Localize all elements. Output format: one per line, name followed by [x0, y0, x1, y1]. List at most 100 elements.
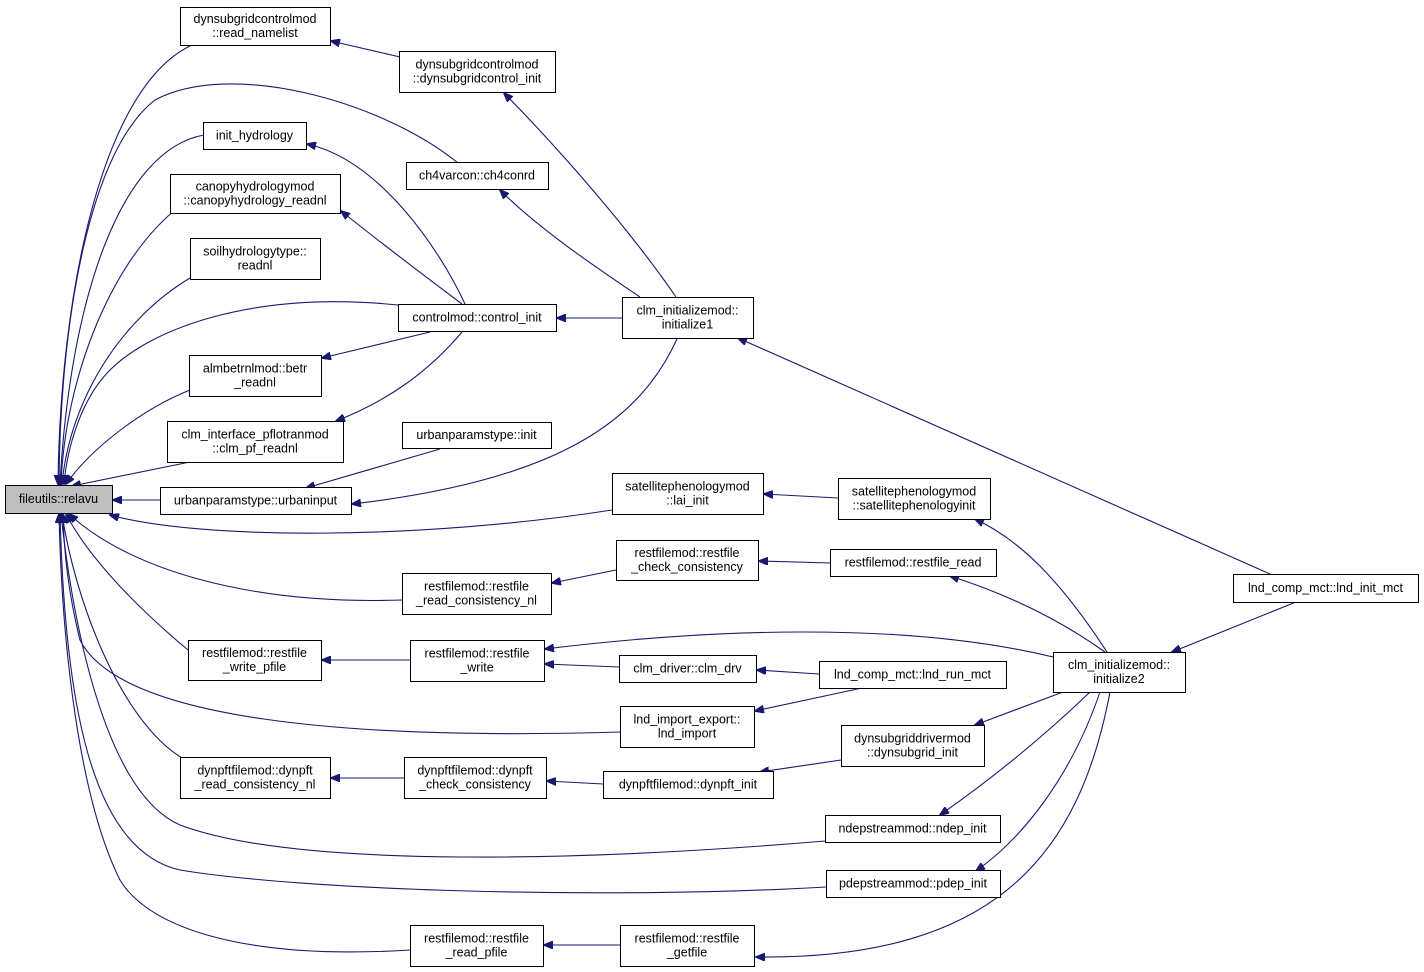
node-box-soil_readnl	[190, 238, 321, 280]
node-box-pdep_init	[826, 870, 1001, 898]
node-ndep_init[interactable]: ndepstreammod::ndep_init	[825, 815, 1001, 843]
edge-control_init-to-betr_readnl	[322, 331, 431, 358]
node-box-ch4conrd	[406, 162, 549, 190]
node-dynpft_check_consistency[interactable]: dynpftfilemod::dynpft_check_consistency	[404, 757, 547, 799]
node-lnd_init_mct[interactable]: lnd_comp_mct::lnd_init_mct	[1233, 574, 1419, 603]
node-restfile_read[interactable]: restfilemod::restfile_read	[830, 549, 997, 577]
node-betr_readnl[interactable]: almbetrnlmod::betr_readnl	[189, 355, 322, 397]
node-satpheno_init[interactable]: satellitephenologymod::satellitephenolog…	[838, 478, 991, 520]
edge-dyn_read_namelist-to-relavu	[58, 45, 191, 484]
edge-clm_drv-to-restfile_write	[545, 664, 620, 667]
edge-initialize1-to-urbaninput	[352, 338, 678, 504]
edge-initialize2-to-restfile_read	[950, 576, 1106, 653]
node-urban_init[interactable]: urbanparamstype::init	[402, 422, 552, 449]
edge-read_pfile-to-relavu	[59, 514, 411, 953]
edge-initialize2-to-ndep_init	[940, 691, 1091, 815]
node-label-dyn_control_init-line-0: dynsubgridcontrolmod	[416, 58, 539, 72]
node-label-initialize2-line-0: clm_initializemod::	[1068, 658, 1170, 672]
node-lai_init[interactable]: satellitephenologymod::lai_init	[612, 473, 764, 515]
nodes-layer: fileutils::relavu dynsubgridcontrolmod::r…	[5, 7, 1419, 967]
edge-initialize2-to-restfile_write	[545, 631, 1054, 658]
edge-initialize2-to-dynsubgrid_init	[975, 691, 1064, 725]
node-lnd_run_mct[interactable]: lnd_comp_mct::lnd_run_mct	[819, 661, 1007, 689]
node-box-lnd_init_mct	[1233, 574, 1419, 603]
node-label-canopy_readnl-line-1: ::canopyhydrology_readnl	[183, 194, 326, 208]
node-label-satpheno_init-line-1: ::satellitephenologyinit	[853, 499, 977, 513]
node-dyn_control_init[interactable]: dynsubgridcontrolmod::dynsubgridcontrol_…	[399, 51, 556, 93]
node-box-initialize2	[1053, 652, 1186, 693]
node-label-satpheno_init-line-0: satellitephenologymod	[852, 485, 976, 499]
node-box-canopy_readnl	[170, 174, 341, 214]
node-restfile_write[interactable]: restfilemod::restfile_write	[410, 640, 545, 682]
node-label-restfile_write-line-0: restfilemod::restfile	[425, 647, 530, 661]
node-box-getfile	[620, 925, 755, 967]
node-dyn_read_namelist[interactable]: dynsubgridcontrolmod::read_namelist	[180, 7, 331, 46]
edge-lnd_init_mct-to-initialize1	[738, 338, 1271, 575]
node-label-lai_init-line-1: ::lai_init	[666, 494, 709, 508]
node-ch4conrd[interactable]: ch4varcon::ch4conrd	[406, 162, 549, 190]
node-box-dynpft_check_consistency	[404, 757, 547, 799]
edge-check_consistency-to-read_consistency_nl	[552, 569, 617, 583]
node-box-read_pfile	[410, 925, 544, 967]
node-box-satpheno_init	[838, 478, 991, 520]
node-label-check_consistency-line-1: _check_consistency	[630, 560, 744, 574]
edge-initialize2-to-pdep_init	[976, 691, 1101, 871]
node-check_consistency[interactable]: restfilemod::restfile_check_consistency	[616, 540, 759, 581]
node-label-write_pfile-line-0: restfilemod::restfile	[202, 646, 307, 660]
node-initialize1[interactable]: clm_initializemod::initialize1	[622, 297, 754, 339]
node-label-ndep_init-line-0: ndepstreammod::ndep_init	[838, 822, 987, 836]
edge-restfile_read-to-check_consistency	[759, 561, 831, 563]
node-label-soil_readnl-line-1: readnl	[238, 259, 273, 273]
node-label-dynsubgrid_init-line-0: dynsubgriddrivermod	[854, 732, 971, 746]
node-box-init_hydrology	[203, 122, 307, 150]
node-label-lnd_import-line-0: lnd_import_export::	[633, 713, 740, 727]
node-label-dyn_read_namelist-line-1: ::read_namelist	[212, 26, 298, 40]
node-getfile[interactable]: restfilemod::restfile_getfile	[620, 925, 755, 967]
node-box-restfile_write	[410, 640, 545, 682]
node-box-write_pfile	[188, 640, 322, 681]
node-soil_readnl[interactable]: soilhydrologytype::readnl	[190, 238, 321, 280]
edge-initialize2-to-satpheno_init	[975, 519, 1108, 653]
node-init_hydrology[interactable]: init_hydrology	[203, 122, 307, 150]
node-box-clm_drv	[619, 655, 757, 683]
node-label-read_consistency_nl-line-1: _read_consistency_nl	[415, 594, 537, 608]
node-dynsubgrid_init[interactable]: dynsubgriddrivermod::dynsubgrid_init	[841, 725, 985, 767]
node-lnd_import[interactable]: lnd_import_export::lnd_import	[620, 706, 755, 748]
node-write_pfile[interactable]: restfilemod::restfile_write_pfile	[188, 640, 322, 681]
node-box-lnd_import	[620, 706, 755, 748]
node-box-urbaninput	[160, 487, 352, 515]
node-urbaninput[interactable]: urbanparamstype::urbaninput	[160, 487, 352, 515]
node-read_consistency_nl[interactable]: restfilemod::restfile_read_consistency_n…	[402, 573, 552, 615]
node-pdep_init[interactable]: pdepstreammod::pdep_init	[826, 870, 1001, 898]
edge-control_init-to-canopy_readnl	[341, 211, 463, 305]
edge-betr_readnl-to-relavu	[66, 389, 191, 484]
node-dynpft_read_consistency_nl[interactable]: dynpftfilemod::dynpft_read_consistency_n…	[180, 757, 331, 799]
node-label-write_pfile-line-1: _write_pfile	[222, 660, 286, 674]
node-label-initialize1-line-1: initialize1	[662, 318, 713, 332]
node-relavu[interactable]: fileutils::relavu	[5, 485, 113, 514]
node-initialize2[interactable]: clm_initializemod::initialize2	[1053, 652, 1186, 693]
node-label-check_consistency-line-0: restfilemod::restfile	[635, 546, 740, 560]
node-label-canopy_readnl-line-0: canopyhydrologymod	[196, 180, 315, 194]
node-box-dyn_read_namelist	[180, 7, 331, 46]
node-pf_readnl[interactable]: clm_interface_pflotranmod::clm_pf_readnl	[167, 421, 344, 463]
edge-ndep_init-to-relavu	[61, 514, 826, 858]
node-box-betr_readnl	[189, 355, 322, 397]
node-box-dynpft_init	[603, 771, 774, 799]
node-box-urban_init	[402, 422, 552, 449]
node-canopy_readnl[interactable]: canopyhydrologymod::canopyhydrology_read…	[170, 174, 341, 214]
node-box-ndep_init	[825, 815, 1001, 843]
node-control_init[interactable]: controlmod::control_init	[398, 304, 557, 332]
edge-dyn_control_init-to-dyn_read_namelist	[331, 41, 401, 58]
node-read_pfile[interactable]: restfilemod::restfile_read_pfile	[410, 925, 544, 967]
edge-dynsubgrid_init-to-dynpft_init	[760, 759, 842, 772]
node-label-dynpft_check_consistency-line-1: _check_consistency	[418, 778, 532, 792]
node-box-dynpft_read_consistency_nl	[180, 757, 331, 799]
node-box-dyn_control_init	[399, 51, 556, 93]
node-clm_drv[interactable]: clm_driver::clm_drv	[619, 655, 757, 683]
node-box-check_consistency	[616, 540, 759, 581]
node-dynpft_init[interactable]: dynpftfilemod::dynpft_init	[603, 771, 774, 799]
node-box-read_consistency_nl	[402, 573, 552, 615]
node-label-lnd_run_mct-line-0: lnd_comp_mct::lnd_run_mct	[834, 668, 992, 682]
